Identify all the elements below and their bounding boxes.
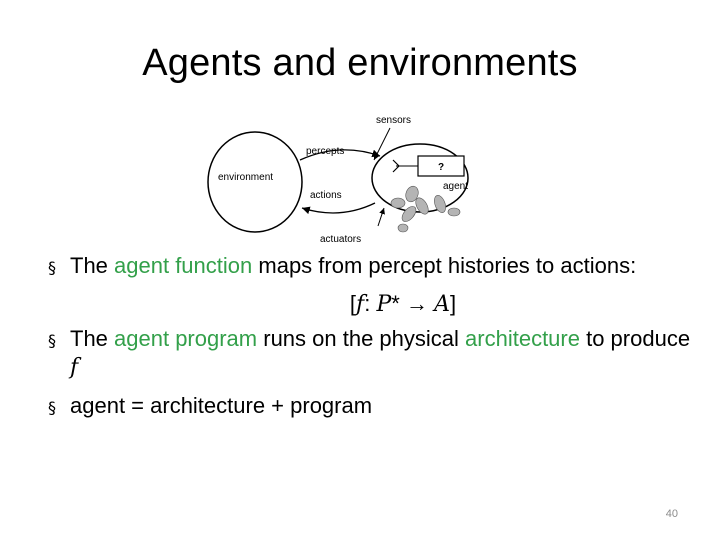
bullet-text: The: [70, 253, 115, 278]
bullet-agent-program: § The agent program runs on the physical…: [48, 325, 698, 382]
robot-legs-icon: [390, 185, 461, 233]
percepts-label: percepts: [306, 146, 344, 157]
bullet-marker: §: [48, 331, 56, 350]
question-mark-label: ?: [438, 162, 444, 173]
bullet-marker: §: [48, 398, 56, 417]
bullet-agent-function: § The agent function maps from percept h…: [48, 252, 698, 280]
actuators-pointer-arrow: [377, 207, 385, 227]
sensors-label: sensors: [376, 115, 411, 126]
formula-arrow: →: [405, 291, 435, 316]
agent-label: agent: [443, 181, 468, 192]
agent-environment-diagram: ? sensors percepts environment actions a…: [207, 115, 469, 245]
architecture-term: architecture: [465, 326, 580, 351]
bullet-text: maps from percept histories to actions:: [252, 253, 637, 278]
formula-star: *: [391, 291, 406, 316]
formula-actions: A: [434, 292, 450, 317]
formula-colon: :: [364, 291, 377, 316]
page-number: 40: [665, 508, 678, 520]
sensor-eye-icon: [392, 159, 400, 173]
bullet-agent-equation: § agent = architecture + program: [48, 392, 698, 420]
agent-program-term: agent program: [114, 326, 258, 351]
bullet-text: agent = architecture + program: [70, 393, 373, 418]
environment-label: environment: [218, 172, 273, 183]
bullet-text: The: [70, 326, 115, 351]
formula-bracket: ]: [449, 291, 457, 316]
produce-f: f: [70, 355, 79, 380]
bullet-marker: §: [48, 258, 56, 277]
actions-arrow: [301, 202, 376, 215]
formula-bracket: [: [349, 291, 357, 316]
bullet-text: to produce: [579, 326, 691, 351]
formula-f: f: [356, 292, 365, 317]
environment-circle: [207, 131, 303, 233]
percepts-arrow: [299, 149, 381, 161]
agent-function-term: agent function: [114, 253, 253, 278]
slide-title: Agents and environments: [142, 42, 578, 84]
actions-label: actions: [310, 190, 342, 201]
bullet-text: runs on the physical: [257, 326, 466, 351]
agent-function-formula: [f: P* → A]: [48, 290, 698, 319]
formula-percepts: P: [376, 292, 392, 317]
actuators-label: actuators: [320, 234, 361, 245]
bullet-list: § The agent function maps from percept h…: [48, 252, 698, 430]
